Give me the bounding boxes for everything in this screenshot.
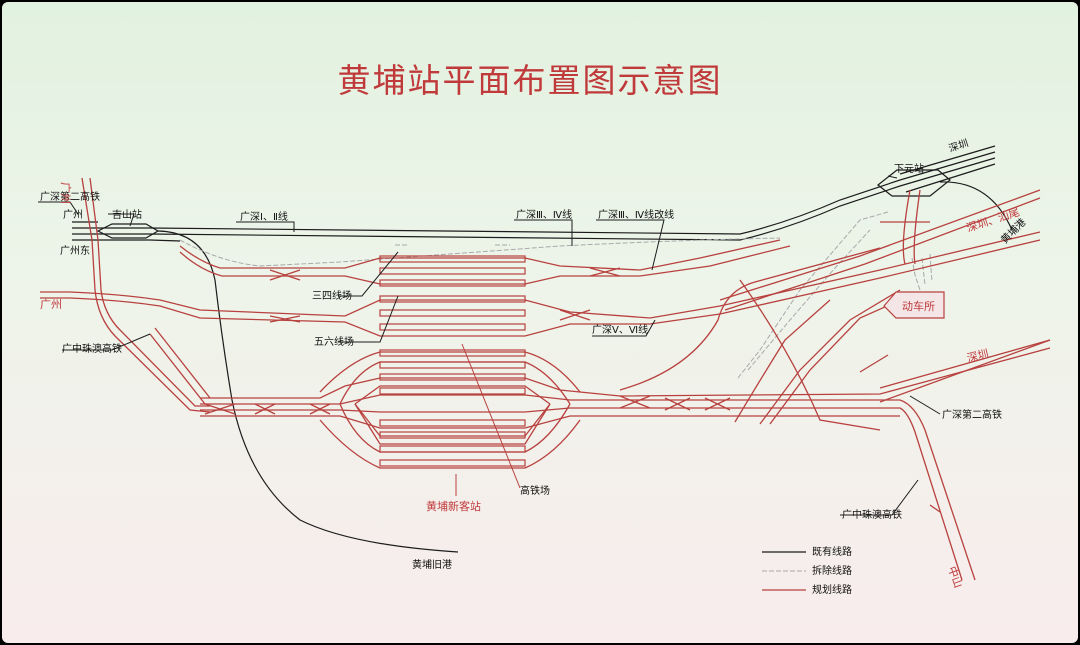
demolished-lines	[179, 211, 933, 379]
label-xiayuan-station: 下元站	[894, 162, 924, 175]
label-huangpu-new-station: 黄埔新客站	[426, 499, 481, 513]
emu-depot-shape	[883, 291, 945, 319]
label-guangzhou-east: 广州东	[60, 244, 90, 257]
label-guangzhou-top: 广州	[63, 209, 83, 221]
existing-lines	[72, 145, 1013, 553]
label-huangpu-old-line: 黄埔旧港	[412, 558, 452, 571]
label-hsr-yard: 高铁场	[520, 484, 550, 497]
label-gz-shen-2nd-hsr-left: 广深第二高铁	[40, 190, 100, 203]
label-jishan-station: 吉山站	[112, 208, 142, 221]
diagram-title: 黄埔站平面布置图示意图	[338, 61, 723, 100]
label-shenzhen-right: 深圳	[966, 347, 990, 365]
label-gz-shen-3-4-improve: 广深Ⅲ、Ⅳ线改线	[598, 208, 674, 221]
leader-lines	[38, 175, 941, 516]
planned-lines	[40, 177, 1051, 581]
label-gz-shen-2nd-hsr-right: 广深第二高铁	[942, 408, 1002, 421]
label-zhongshan: 中山	[945, 565, 965, 590]
label-line-yard-56: 五六线场	[314, 335, 354, 348]
legend-label-planned: 规划线路	[812, 583, 852, 596]
label-shenzhen-top: 深圳	[947, 137, 970, 155]
label-line-yard-34: 三四线场	[312, 289, 352, 302]
legend: 既有线路 拆除线路 规划线路	[762, 545, 852, 596]
label-emu-depot: 动车所	[902, 299, 935, 313]
label-gz-shen-1-2: 广深Ⅰ、Ⅱ线	[240, 210, 288, 223]
label-gz-shen-3-4: 广深Ⅲ、Ⅳ线	[516, 208, 572, 221]
label-guangzhou-red-top: 广州	[59, 182, 72, 204]
label-guangzhou-red-left: 广州	[40, 298, 62, 311]
legend-label-demolished: 拆除线路	[812, 564, 852, 577]
labels: 广深第二高铁 广州 广州东 广州 广州 吉山站 广深Ⅰ、Ⅱ线 广深Ⅲ、Ⅳ线 广深…	[40, 137, 1028, 589]
label-gz-zhuhai-macau-hsr-right: 广中珠澳高铁	[842, 508, 902, 521]
label-gz-zhuhai-macau-hsr-left: 广中珠澳高铁	[62, 342, 122, 355]
legend-label-existing: 既有线路	[812, 545, 852, 558]
label-gz-shen-5-6: 广深Ⅴ、Ⅵ线	[592, 323, 648, 336]
